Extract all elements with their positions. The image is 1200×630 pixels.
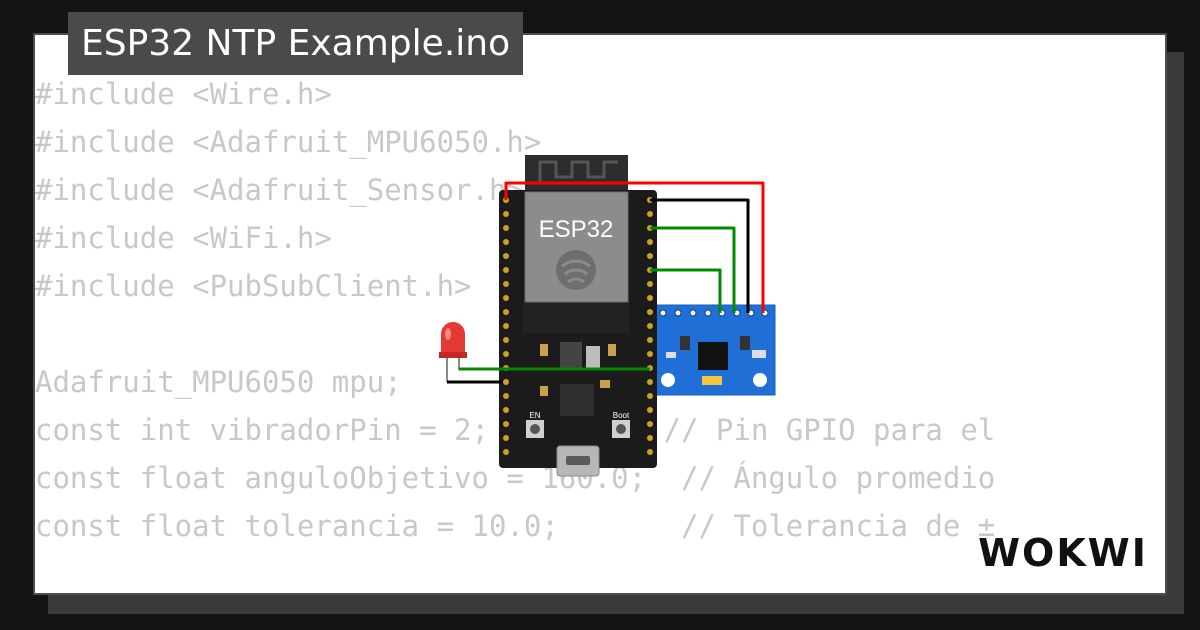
code-line-8: const int vibradorPin = 2; // Pin GPIO p… [35, 413, 996, 447]
code-line-7: Adafruit_MPU6050 mpu; [35, 365, 402, 399]
code-line-2: #include <Adafruit_MPU6050.h> [35, 125, 542, 159]
boot-button-label: Boot [613, 411, 630, 420]
code-line-4: #include <WiFi.h> [35, 221, 332, 255]
wokwi-logo: WOKWI [978, 531, 1148, 575]
esp32-chip-label: ESP32 [539, 216, 614, 243]
mpu6050-sensor [652, 304, 776, 396]
wokwi-logo-text: WOKWI [978, 531, 1148, 575]
red-led [439, 322, 467, 382]
code-line-1: #include <Wire.h> [35, 77, 332, 111]
code-line-3: #include <Adafruit_Sensor.h> [35, 173, 524, 207]
project-title: ESP32 NTP Example.ino [68, 12, 524, 75]
en-button-label: EN [529, 411, 540, 420]
esp32-board: ESP32 [499, 155, 657, 477]
code-line-10: const float tolerancia = 10.0; // Tolera… [35, 509, 996, 543]
wires [447, 181, 765, 384]
code-line-5: #include <PubSubClient.h> [35, 269, 472, 303]
code-preview: #include <Wire.h> #include <Adafruit_MPU6… [35, 70, 995, 550]
